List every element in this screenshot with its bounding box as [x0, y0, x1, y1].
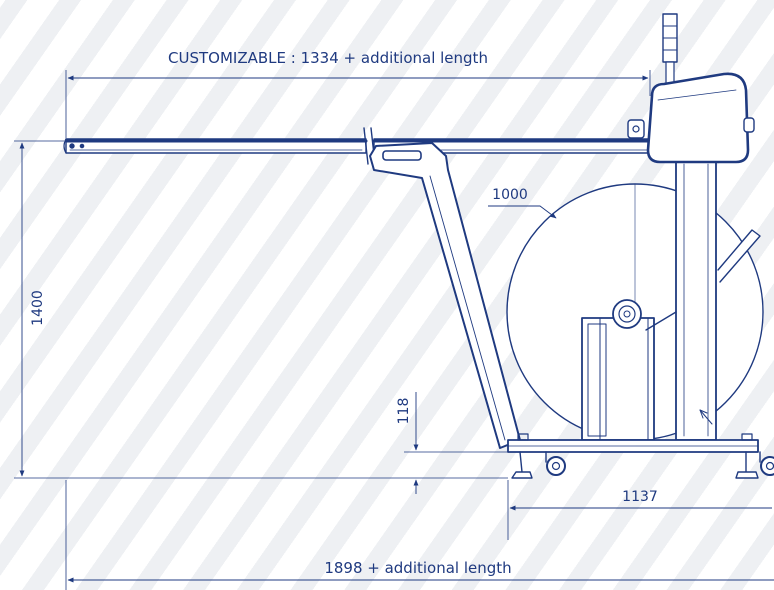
strapping-head	[627, 72, 755, 164]
coil-diameter-label: 1000	[492, 187, 528, 203]
bottom-length-label: 1898 + additional length	[324, 559, 511, 577]
base-frame	[507, 433, 759, 453]
dimensions	[14, 70, 774, 590]
top-length-label: CUSTOMIZABLE : 1334 + additional length	[168, 49, 488, 67]
machine	[63, 13, 774, 479]
boom-track	[63, 127, 652, 165]
feet-casters	[511, 451, 774, 479]
base-width-label: 1137	[622, 489, 658, 505]
inclined-arm	[369, 142, 521, 449]
clearance-label: 118	[396, 398, 412, 425]
signal-tower	[662, 13, 678, 89]
height-label: 1400	[30, 290, 46, 326]
